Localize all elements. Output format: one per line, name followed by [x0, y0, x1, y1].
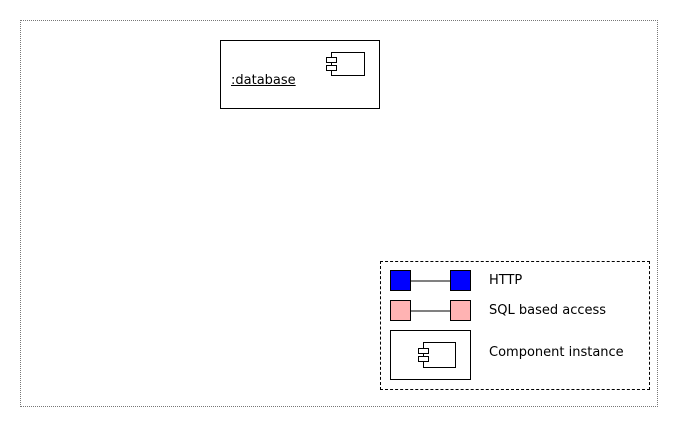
http-swatch-left: [390, 270, 411, 291]
component-icon: [418, 342, 456, 368]
sql-connector-swatch: [390, 300, 471, 321]
component-instance-swatch: [390, 330, 471, 380]
sql-swatch-right: [450, 300, 471, 321]
component-label: :database: [231, 73, 296, 88]
legend-item-http: HTTP: [381, 270, 649, 292]
legend: HTTP SQL based access Component instance: [380, 261, 650, 390]
legend-label-http: HTTP: [489, 273, 523, 288]
legend-item-sql: SQL based access: [381, 300, 649, 322]
legend-label-component: Component instance: [489, 345, 624, 360]
legend-item-component: Component instance: [381, 330, 649, 380]
component-icon: [326, 52, 365, 76]
database-component[interactable]: :database: [220, 40, 380, 109]
sql-swatch-left: [390, 300, 411, 321]
http-swatch-right: [450, 270, 471, 291]
http-connector-swatch: [390, 270, 471, 291]
legend-label-sql: SQL based access: [489, 303, 607, 318]
diagram-frame: [20, 20, 658, 407]
